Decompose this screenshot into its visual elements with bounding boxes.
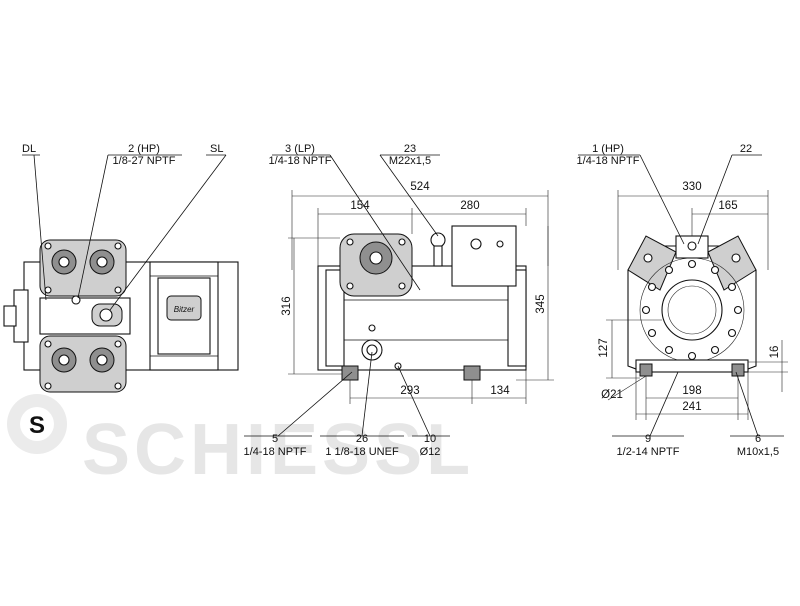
callout-6-label: 6 [755, 433, 761, 445]
brand-plate-text: Bitzer [174, 305, 195, 314]
dim-shaft-height: 127 [598, 319, 662, 379]
rear-bearing-cover [325, 269, 345, 367]
dim-foot-width: 241 [635, 372, 749, 420]
front-bearing-cover [507, 269, 527, 367]
bolt-circle [641, 259, 743, 361]
callout-9: 9 1/2-14 NPTF [612, 371, 684, 458]
dim-width-top: 330 [617, 181, 769, 270]
dim-165: 165 [718, 200, 737, 212]
dim-134: 134 [490, 385, 510, 397]
callout-5-label: 5 [272, 433, 278, 445]
dim-foot-spacing: 293 [349, 380, 473, 404]
dim-241: 241 [682, 401, 701, 413]
dim-rear-length: 280 [412, 200, 527, 226]
callout-3-label: 3 (LP) [285, 143, 315, 155]
callout-3-lp: 3 (LP) 1/4-18 NPTF [269, 143, 421, 291]
callout-26-label: 26 [356, 433, 368, 445]
callout-2-label: 2 (HP) [128, 143, 160, 155]
callout-22: 22 [697, 143, 762, 245]
dim-d21: Ø21 [601, 389, 623, 401]
foot-left [639, 363, 653, 377]
callout-1-thread: 1/4-18 NPTF [577, 155, 640, 167]
left-view: Bitzer DL [3, 143, 239, 393]
callout-26: 26 1 1/8-18 UNEF [320, 351, 404, 458]
dim-foot-hole-spacing: 198 [645, 376, 739, 420]
dim-330: 330 [682, 181, 701, 193]
dim-hole-diameter: Ø21 [601, 375, 647, 401]
foot-rear [341, 365, 359, 381]
callout-10: 10 Ø12 [397, 365, 450, 458]
dim-127: 127 [598, 338, 610, 357]
dim-height-left: 316 [281, 237, 342, 375]
end-base [635, 359, 749, 373]
callout-23-thread: M22x1,5 [389, 155, 431, 167]
dim-foot-height: 16 [748, 340, 788, 392]
dim-293: 293 [400, 385, 419, 397]
dim-foot-rear: 134 [472, 370, 527, 404]
watermark: S SCHIESSL [7, 394, 474, 490]
watermark-logo-letter: S [29, 412, 45, 439]
callout-sl: SL [109, 143, 227, 311]
right-view: 330 165 127 16 198 241 [577, 143, 788, 458]
eye-bolt [430, 232, 446, 248]
callout-9-label: 9 [645, 433, 651, 445]
shaft-flange [661, 279, 723, 341]
watermark-logo: S [7, 394, 67, 454]
callout-23-label: 23 [404, 143, 416, 155]
callout-22-label: 22 [740, 143, 752, 155]
terminal-box [451, 225, 517, 287]
callout-10-label: 10 [424, 433, 436, 445]
dim-524: 524 [410, 181, 430, 193]
dim-height-right: 345 [516, 226, 554, 381]
callout-10-thread: Ø12 [420, 446, 441, 458]
callout-6-thread: M10x1,5 [737, 446, 779, 458]
callout-2-thread: 1/8-27 NPTF [113, 155, 176, 167]
watermark-text: SCHIESSL [82, 410, 474, 490]
dim-316: 316 [281, 296, 293, 315]
callout-dl-label: DL [22, 143, 36, 155]
callout-3-thread: 1/4-18 NPTF [269, 155, 332, 167]
callout-9-thread: 1/2-14 NPTF [617, 446, 680, 458]
dim-suction-offset: 154 [317, 200, 413, 266]
foot-front [463, 365, 481, 381]
callout-26-thread: 1 1/8-18 UNEF [325, 446, 399, 458]
callout-23: 23 M22x1,5 [379, 143, 440, 237]
foot-right [731, 363, 745, 377]
callout-sl-label: SL [210, 143, 223, 155]
dim-154: 154 [350, 200, 370, 212]
dim-345: 345 [535, 294, 547, 313]
callout-1-hp: 1 (HP) 1/4-18 NPTF [577, 143, 685, 245]
dim-16: 16 [769, 346, 781, 359]
dim-198: 198 [682, 385, 701, 397]
brand-plate [166, 295, 202, 321]
dim-280: 280 [460, 200, 479, 212]
callout-2-hp: 2 (HP) 1/8-27 NPTF [77, 143, 182, 299]
callout-6: 6 M10x1,5 [730, 371, 784, 458]
callout-dl: DL [22, 143, 47, 301]
callout-5: 5 1/4-18 NPTF [244, 371, 353, 458]
dim-offset-top: 165 [691, 200, 768, 236]
left-shaft-stub [3, 305, 17, 327]
callout-5-thread: 1/4-18 NPTF [244, 446, 307, 458]
callout-1-label: 1 (HP) [592, 143, 624, 155]
middle-view: 524 154 280 316 345 [244, 143, 554, 458]
upper-cylinder-head [39, 239, 127, 297]
